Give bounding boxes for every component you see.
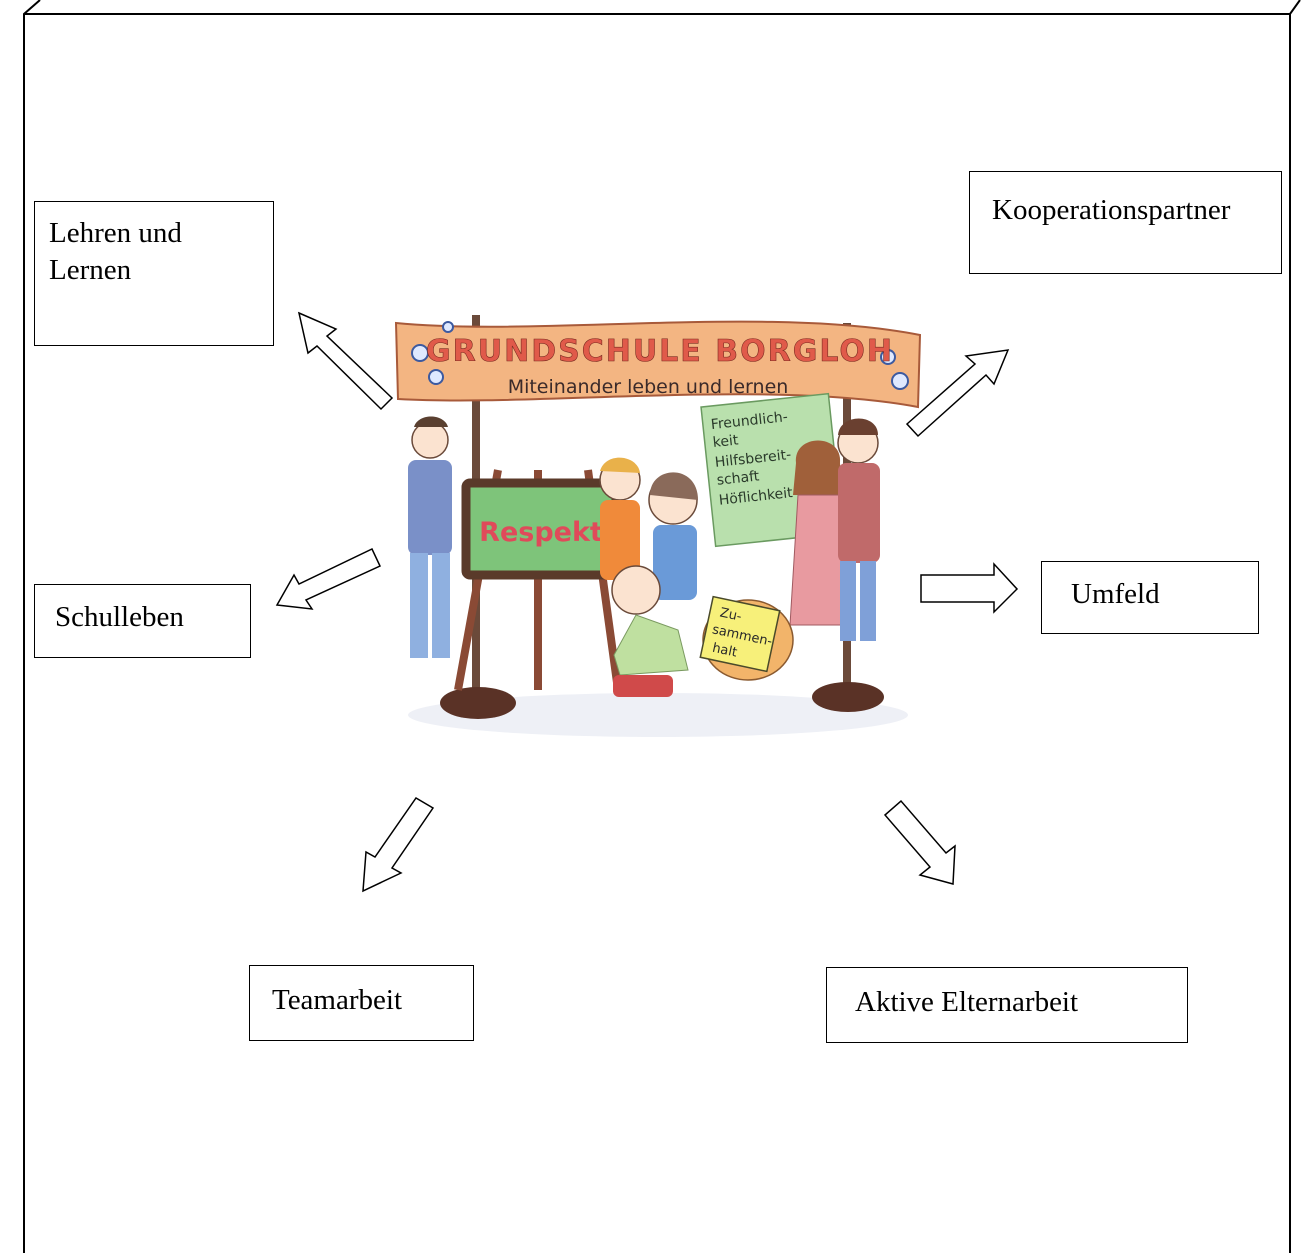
arrow-to-teamarbeit (362, 797, 435, 893)
box-lehren-und-lernen: Lehren und Lernen (34, 201, 274, 346)
box-umfeld: Umfeld (1041, 561, 1259, 634)
banner-bubble-icon (891, 372, 909, 390)
arrow-to-elternarbeit (883, 799, 956, 885)
teacher-left (408, 416, 452, 658)
banner (394, 320, 922, 409)
poster-line: Höflichkeit (718, 485, 794, 509)
floor-shadow (408, 693, 908, 737)
sign-line: Zu- (718, 606, 743, 625)
box-aktive-elternarbeit: Aktive Elternarbeit (826, 967, 1188, 1043)
banner-bubble-icon (428, 369, 444, 385)
sign-line: halt (711, 641, 738, 661)
arrow-to-umfeld (920, 562, 1019, 614)
page-frame (23, 0, 1301, 1253)
box-text-line: Lehren und (49, 217, 182, 249)
right-pole-base (812, 682, 884, 712)
arrow-to-kooperation (905, 349, 1010, 438)
box-text-line: Lernen (49, 254, 132, 286)
banner-title: GRUNDSCHULE BORGLOH (426, 334, 894, 369)
togetherness-sign (699, 595, 781, 673)
box-kooperationspartner: Kooperationspartner (969, 171, 1282, 274)
banner-bubble-icon (411, 344, 429, 362)
poster-line: schaft (716, 468, 761, 488)
chalkboard-word: Respekt (479, 517, 603, 548)
child-group (599, 457, 698, 697)
poster-line: Hilfsbereit- (714, 447, 792, 471)
arrow-to-schulleben (275, 547, 382, 610)
box-text: Umfeld (1071, 578, 1160, 610)
left-pole-base (440, 687, 516, 719)
arrow-to-lehren (297, 311, 394, 411)
banner-bubble-icon (880, 349, 896, 365)
box-teamarbeit: Teamarbeit (249, 965, 474, 1041)
school-illustration: GRUNDSCHULE BORGLOH Miteinander leben un… (394, 315, 922, 737)
poster-line: keit (712, 432, 740, 451)
box-text: Aktive Elternarbeit (855, 986, 1079, 1018)
teachers-right (789, 418, 880, 641)
box-text: Teamarbeit (272, 984, 403, 1016)
banner-subtitle: Miteinander leben und lernen (508, 376, 789, 398)
box-schulleben: Schulleben (34, 584, 251, 658)
box-text: Schulleben (55, 601, 184, 633)
banner-bubble-icon (442, 321, 454, 333)
box-text: Kooperationspartner (992, 194, 1231, 226)
